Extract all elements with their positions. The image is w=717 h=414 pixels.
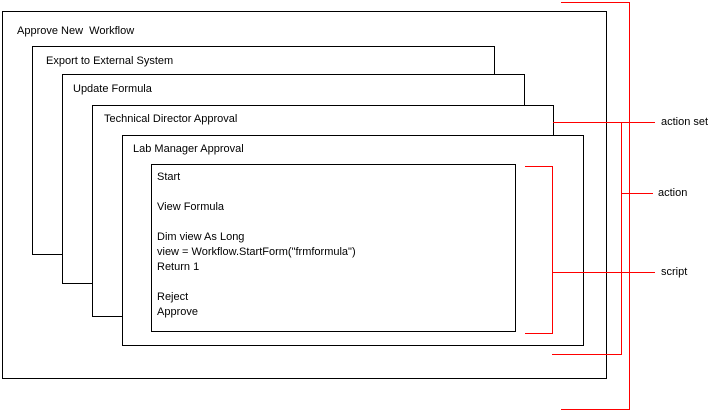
box-title: Approve New Workflow: [17, 25, 135, 37]
script-bracket-top-line: [525, 166, 553, 167]
action-set-bracket-bottom-line: [561, 409, 630, 410]
box-title: Update Formula: [73, 83, 152, 95]
script-line: [157, 275, 515, 290]
script-pointer-line: [552, 272, 655, 273]
action-set-pointer-line: [553, 122, 655, 123]
script-line: [157, 215, 515, 230]
script-line: view = Workflow.StartForm("frmformula"): [157, 246, 356, 258]
script-line: Approve: [157, 306, 198, 318]
action-bracket-vertical-line: [621, 122, 622, 355]
action-set-bracket-vertical-line: [629, 2, 630, 410]
script-bracket-vertical-line: [552, 166, 553, 334]
action-set-bracket-top-line: [561, 2, 630, 3]
script-box: Start View Formula Dim view As Long view…: [151, 164, 516, 332]
action-pointer-line: [621, 193, 653, 194]
script-label: script: [661, 266, 688, 278]
box-title: Lab Manager Approval: [133, 143, 244, 155]
script-line: View Formula: [157, 201, 225, 213]
script-line: Return 1: [157, 261, 200, 273]
action-set-label: action set: [661, 116, 709, 128]
box-title: Export to External System: [46, 55, 174, 67]
box-title: Technical Director Approval: [104, 113, 238, 125]
script-line: Start: [157, 171, 181, 183]
script-line: Reject: [157, 291, 189, 303]
script-bracket-bottom-line: [525, 333, 553, 334]
script-line: Dim view As Long: [157, 231, 245, 243]
action-bracket-bottom-line: [552, 354, 622, 355]
script-line: [157, 185, 515, 200]
action-label: action: [658, 187, 688, 199]
